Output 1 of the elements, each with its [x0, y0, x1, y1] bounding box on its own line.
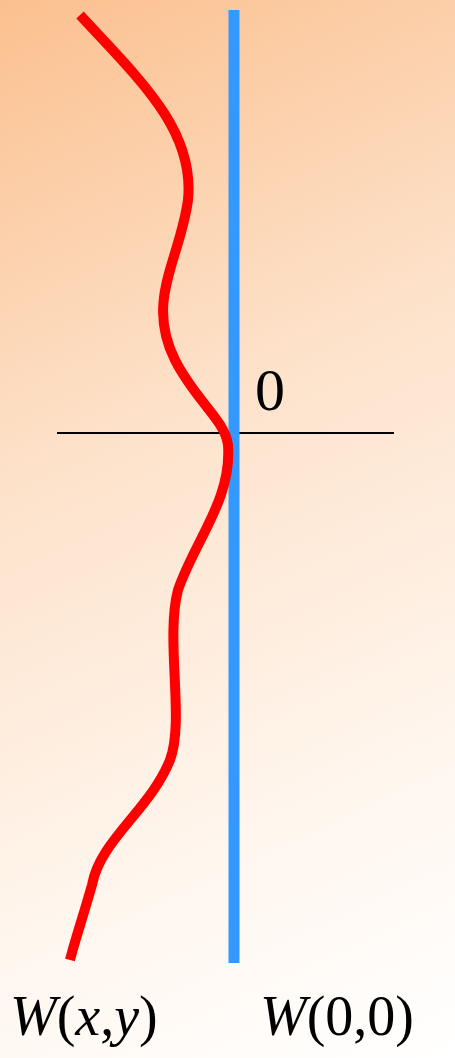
origin-label: 0 [255, 360, 285, 420]
